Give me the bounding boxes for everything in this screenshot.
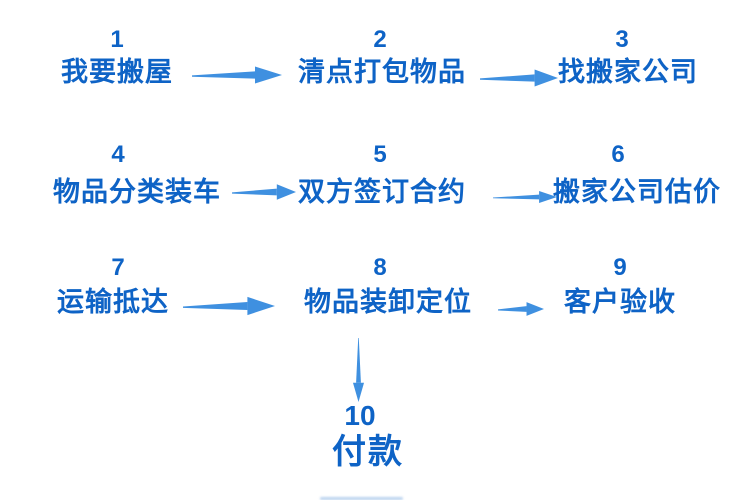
step-8-label: 物品装卸定位 (304, 287, 472, 317)
step-3-label: 找搬家公司 (558, 57, 698, 87)
step-4-number: 4 (111, 141, 125, 168)
arrow-right-icon (493, 191, 557, 203)
arrow-right-icon (480, 69, 558, 87)
step-4-label: 物品分类装车 (53, 177, 221, 207)
step-3-number: 3 (615, 26, 629, 53)
step-5-label: 双方签订合约 (298, 177, 466, 207)
arrow-down-icon (352, 338, 365, 402)
step-8-number: 8 (373, 254, 387, 281)
arrow-right-icon (183, 296, 275, 316)
step-1-label: 我要搬屋 (61, 57, 173, 87)
step-10-label: 付款 (332, 433, 404, 471)
step-9-label: 客户验收 (564, 287, 676, 317)
step-5-number: 5 (373, 141, 387, 168)
arrow-right-icon (498, 302, 544, 316)
arrow-right-icon (232, 184, 296, 200)
step-7-label: 运输抵达 (57, 287, 169, 317)
step-9-number: 9 (613, 254, 627, 281)
step-6-label: 搬家公司估价 (553, 177, 721, 207)
step-2-label: 清点打包物品 (298, 57, 466, 87)
step-2-number: 2 (373, 26, 387, 53)
bottom-cutoff-artifact (320, 497, 403, 500)
step-6-number: 6 (611, 141, 625, 168)
step-7-number: 7 (111, 254, 125, 281)
arrow-right-icon (192, 66, 282, 84)
step-10-number: 10 (344, 400, 376, 431)
step-1-number: 1 (110, 26, 124, 53)
